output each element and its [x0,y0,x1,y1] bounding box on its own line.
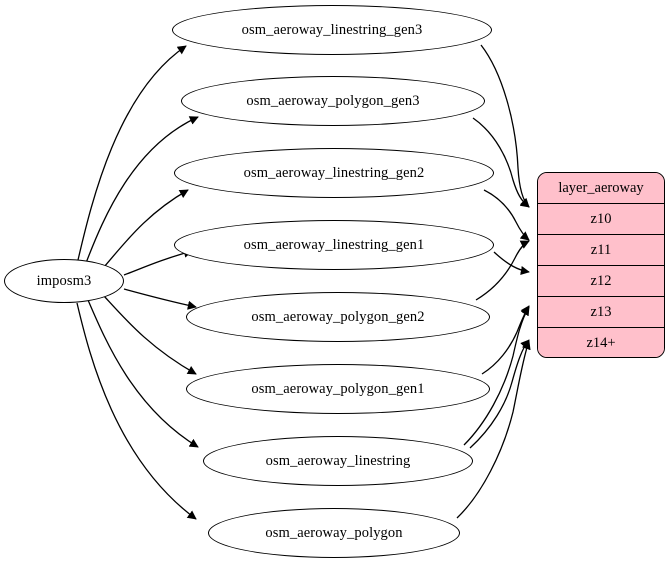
node-osm-aeroway-linestring-gen3[interactable]: osm_aeroway_linestring_gen3 [172,5,492,55]
node-label: osm_aeroway_linestring_gen3 [241,21,423,38]
layer-row-z12[interactable]: z12 [538,266,664,297]
edge-imposm3-to-polygon-gen1 [103,295,197,375]
node-osm-aeroway-linestring[interactable]: osm_aeroway_linestring [203,436,473,486]
node-imposm3-label: imposm3 [36,272,92,289]
layer-row-z10[interactable]: z10 [538,204,664,235]
layer-row-z11[interactable]: z11 [538,235,664,266]
edge-imposm3-to-polygon [76,302,197,520]
layer-row-z13[interactable]: z13 [538,297,664,328]
node-osm-aeroway-linestring-gen1[interactable]: osm_aeroway_linestring_gen1 [174,220,494,270]
node-imposm3[interactable]: imposm3 [4,259,124,303]
node-label: osm_aeroway_polygon_gen2 [251,308,425,325]
edge-imposm3-to-linestring-gen2 [103,189,189,268]
node-osm-aeroway-polygon-gen2[interactable]: osm_aeroway_polygon_gen2 [186,292,490,342]
edge-imposm3-to-linestring [87,299,199,448]
node-osm-aeroway-polygon-gen1[interactable]: osm_aeroway_polygon_gen1 [186,364,490,414]
edge-imposm3-to-linestring-gen1 [123,248,193,276]
edge-imposm3-to-linestring-gen3 [77,45,187,261]
node-label: osm_aeroway_polygon [265,524,403,541]
edge-imposm3-to-polygon-gen2 [123,288,197,310]
layer-aeroway-title: layer_aeroway [538,173,664,204]
node-osm-aeroway-polygon-gen3[interactable]: osm_aeroway_polygon_gen3 [181,76,485,126]
edge-linestring-gen1-to-z12 [493,251,530,276]
node-label: osm_aeroway_polygon_gen3 [246,92,420,109]
edge-linestring-gen3-to-z10 [480,44,530,208]
edge-linestring-gen2-to-z11 [483,189,530,241]
node-label: osm_aeroway_linestring_gen2 [243,164,425,181]
node-layer-aeroway[interactable]: layer_aeroway z10 z11 z12 z13 z14+ [537,172,665,358]
node-label: osm_aeroway_linestring_gen1 [243,236,425,253]
node-osm-aeroway-linestring-gen2[interactable]: osm_aeroway_linestring_gen2 [174,148,494,198]
edge-polygon-to-z14 [456,340,531,519]
layer-row-z14[interactable]: z14+ [538,328,664,357]
node-osm-aeroway-polygon[interactable]: osm_aeroway_polygon [208,508,460,558]
edges-to-layer [456,44,531,519]
node-label: osm_aeroway_linestring [265,452,411,469]
node-label: osm_aeroway_polygon_gen1 [251,380,425,397]
